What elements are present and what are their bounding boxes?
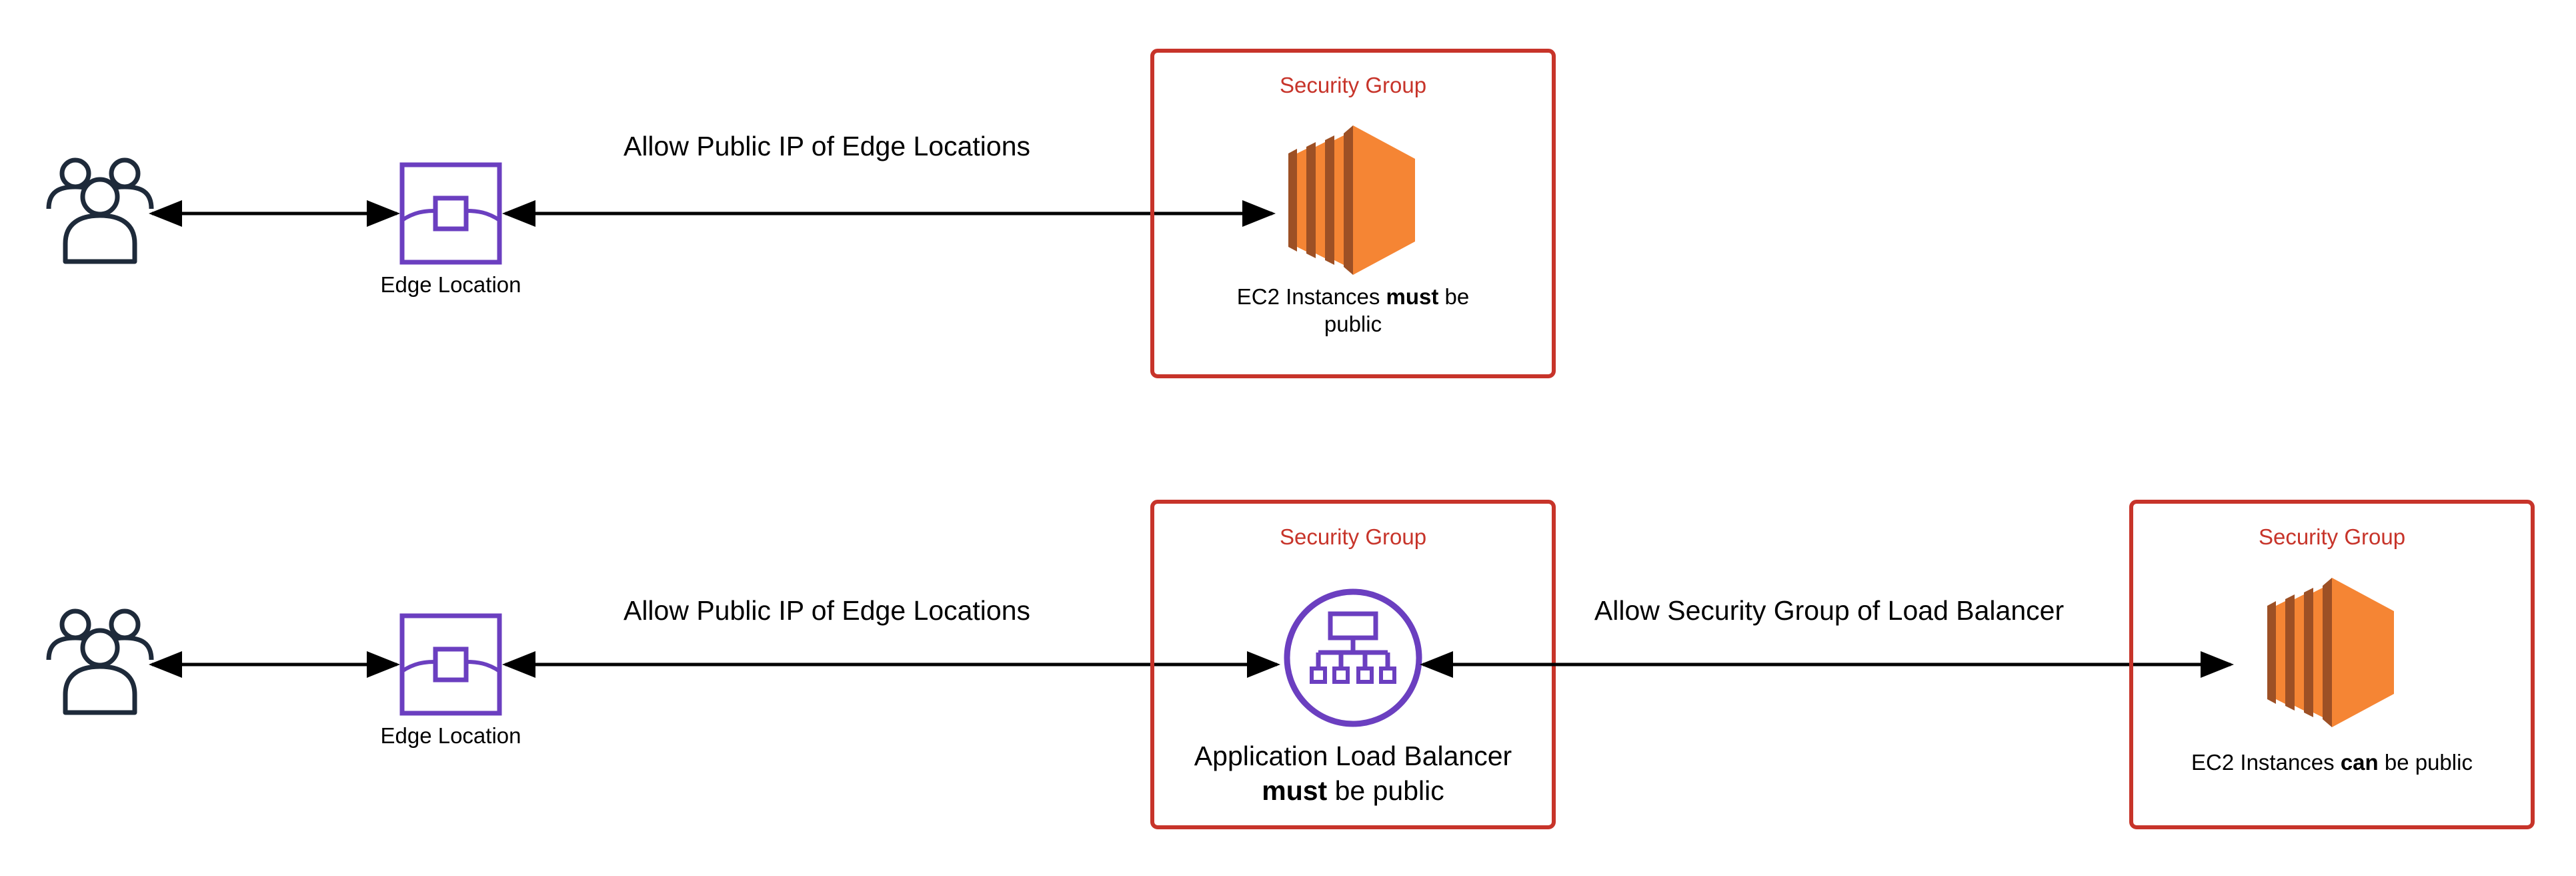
users-icon — [49, 611, 151, 713]
security-group-title: Security Group — [1280, 73, 1426, 97]
ec2-caption: EC2 Instances must be — [1237, 284, 1470, 309]
users-icon — [49, 160, 151, 262]
ec2-security-group-box: Security Group EC2 Instances can be publ… — [2129, 500, 2535, 829]
connection-label: Allow Public IP of Edge Locations — [623, 595, 1030, 626]
top-row: Edge Location Allow Public IP of Edge Lo… — [49, 49, 1556, 378]
security-group-title: Security Group — [1280, 524, 1426, 549]
edge-location-label: Edge Location — [380, 272, 521, 297]
security-group-title: Security Group — [2259, 524, 2405, 549]
edge-location-icon — [402, 616, 499, 713]
ec2-caption-line2: public — [1324, 312, 1382, 336]
alb-caption-line1: Application Load Balancer — [1194, 741, 1512, 771]
bottom-row: Edge Location Allow Public IP of Edge Lo… — [49, 500, 2535, 829]
edge-location-icon — [402, 165, 499, 262]
application-load-balancer-icon — [1284, 588, 1422, 727]
connection-label: Allow Public IP of Edge Locations — [623, 131, 1030, 161]
alb-security-group-box: Security Group Application Load Balancer… — [1150, 500, 1556, 829]
ec2-caption: EC2 Instances can be public — [2191, 750, 2473, 775]
alb-caption-line2: must be public — [1262, 775, 1444, 806]
security-group-box: Security Group EC2 Instances must be pub… — [1150, 49, 1556, 378]
lb-connection-label: Allow Security Group of Load Balancer — [1594, 595, 2064, 626]
edge-location-label: Edge Location — [380, 723, 521, 748]
ec2-instances-icon — [2267, 578, 2394, 727]
ec2-instances-icon — [1288, 125, 1415, 275]
